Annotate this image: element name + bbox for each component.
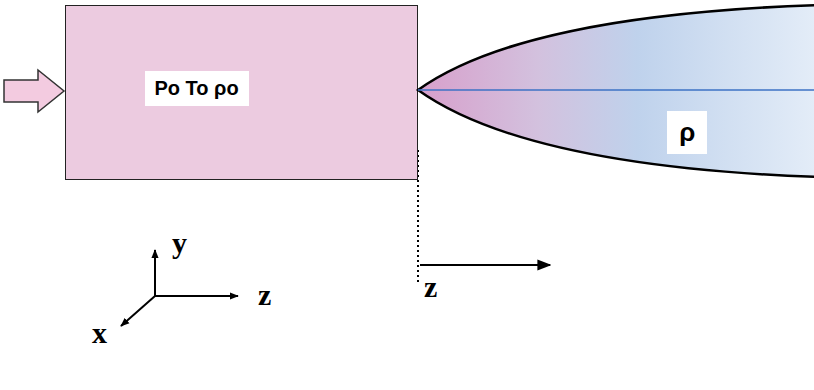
jet-plume: ρ — [418, 0, 814, 195]
axis-label-x: x — [92, 318, 107, 348]
z-distance-label: z — [424, 272, 437, 302]
z-distance-arrow — [420, 264, 550, 266]
z-axis — [155, 295, 238, 297]
jet-axis-line — [418, 89, 814, 91]
reservoir-box: Po To ρo — [65, 5, 418, 180]
node-label: Po To ρo — [145, 71, 249, 106]
y-axis — [154, 250, 156, 296]
axis-label-y: y — [172, 228, 187, 258]
plume-shape — [418, 5, 814, 177]
plume-outline — [418, 0, 814, 195]
inflow-arrow — [4, 70, 64, 112]
x-axis — [121, 296, 155, 326]
axis-label-z: z — [258, 280, 271, 310]
node-label: ρ — [667, 111, 707, 154]
